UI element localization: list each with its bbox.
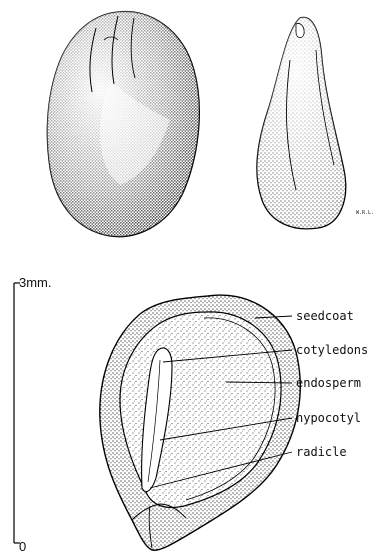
label-cotyledons: cotyledons bbox=[296, 343, 368, 357]
label-hypocotyl: hypocotyl bbox=[296, 411, 361, 425]
whole-seed-front-view bbox=[47, 12, 199, 237]
scale-bar: 3mm. 0 bbox=[14, 275, 52, 554]
label-radicle: radicle bbox=[296, 445, 347, 459]
label-seedcoat: seedcoat bbox=[296, 309, 354, 323]
seed-section-view bbox=[100, 295, 300, 550]
scale-bar-top-label: 3mm. bbox=[19, 275, 52, 290]
artist-initials: W.R.L. bbox=[356, 210, 374, 216]
scale-bar-bottom-label: 0 bbox=[19, 539, 26, 554]
whole-seed-side-view bbox=[257, 17, 346, 228]
label-endosperm: endosperm bbox=[296, 376, 361, 390]
